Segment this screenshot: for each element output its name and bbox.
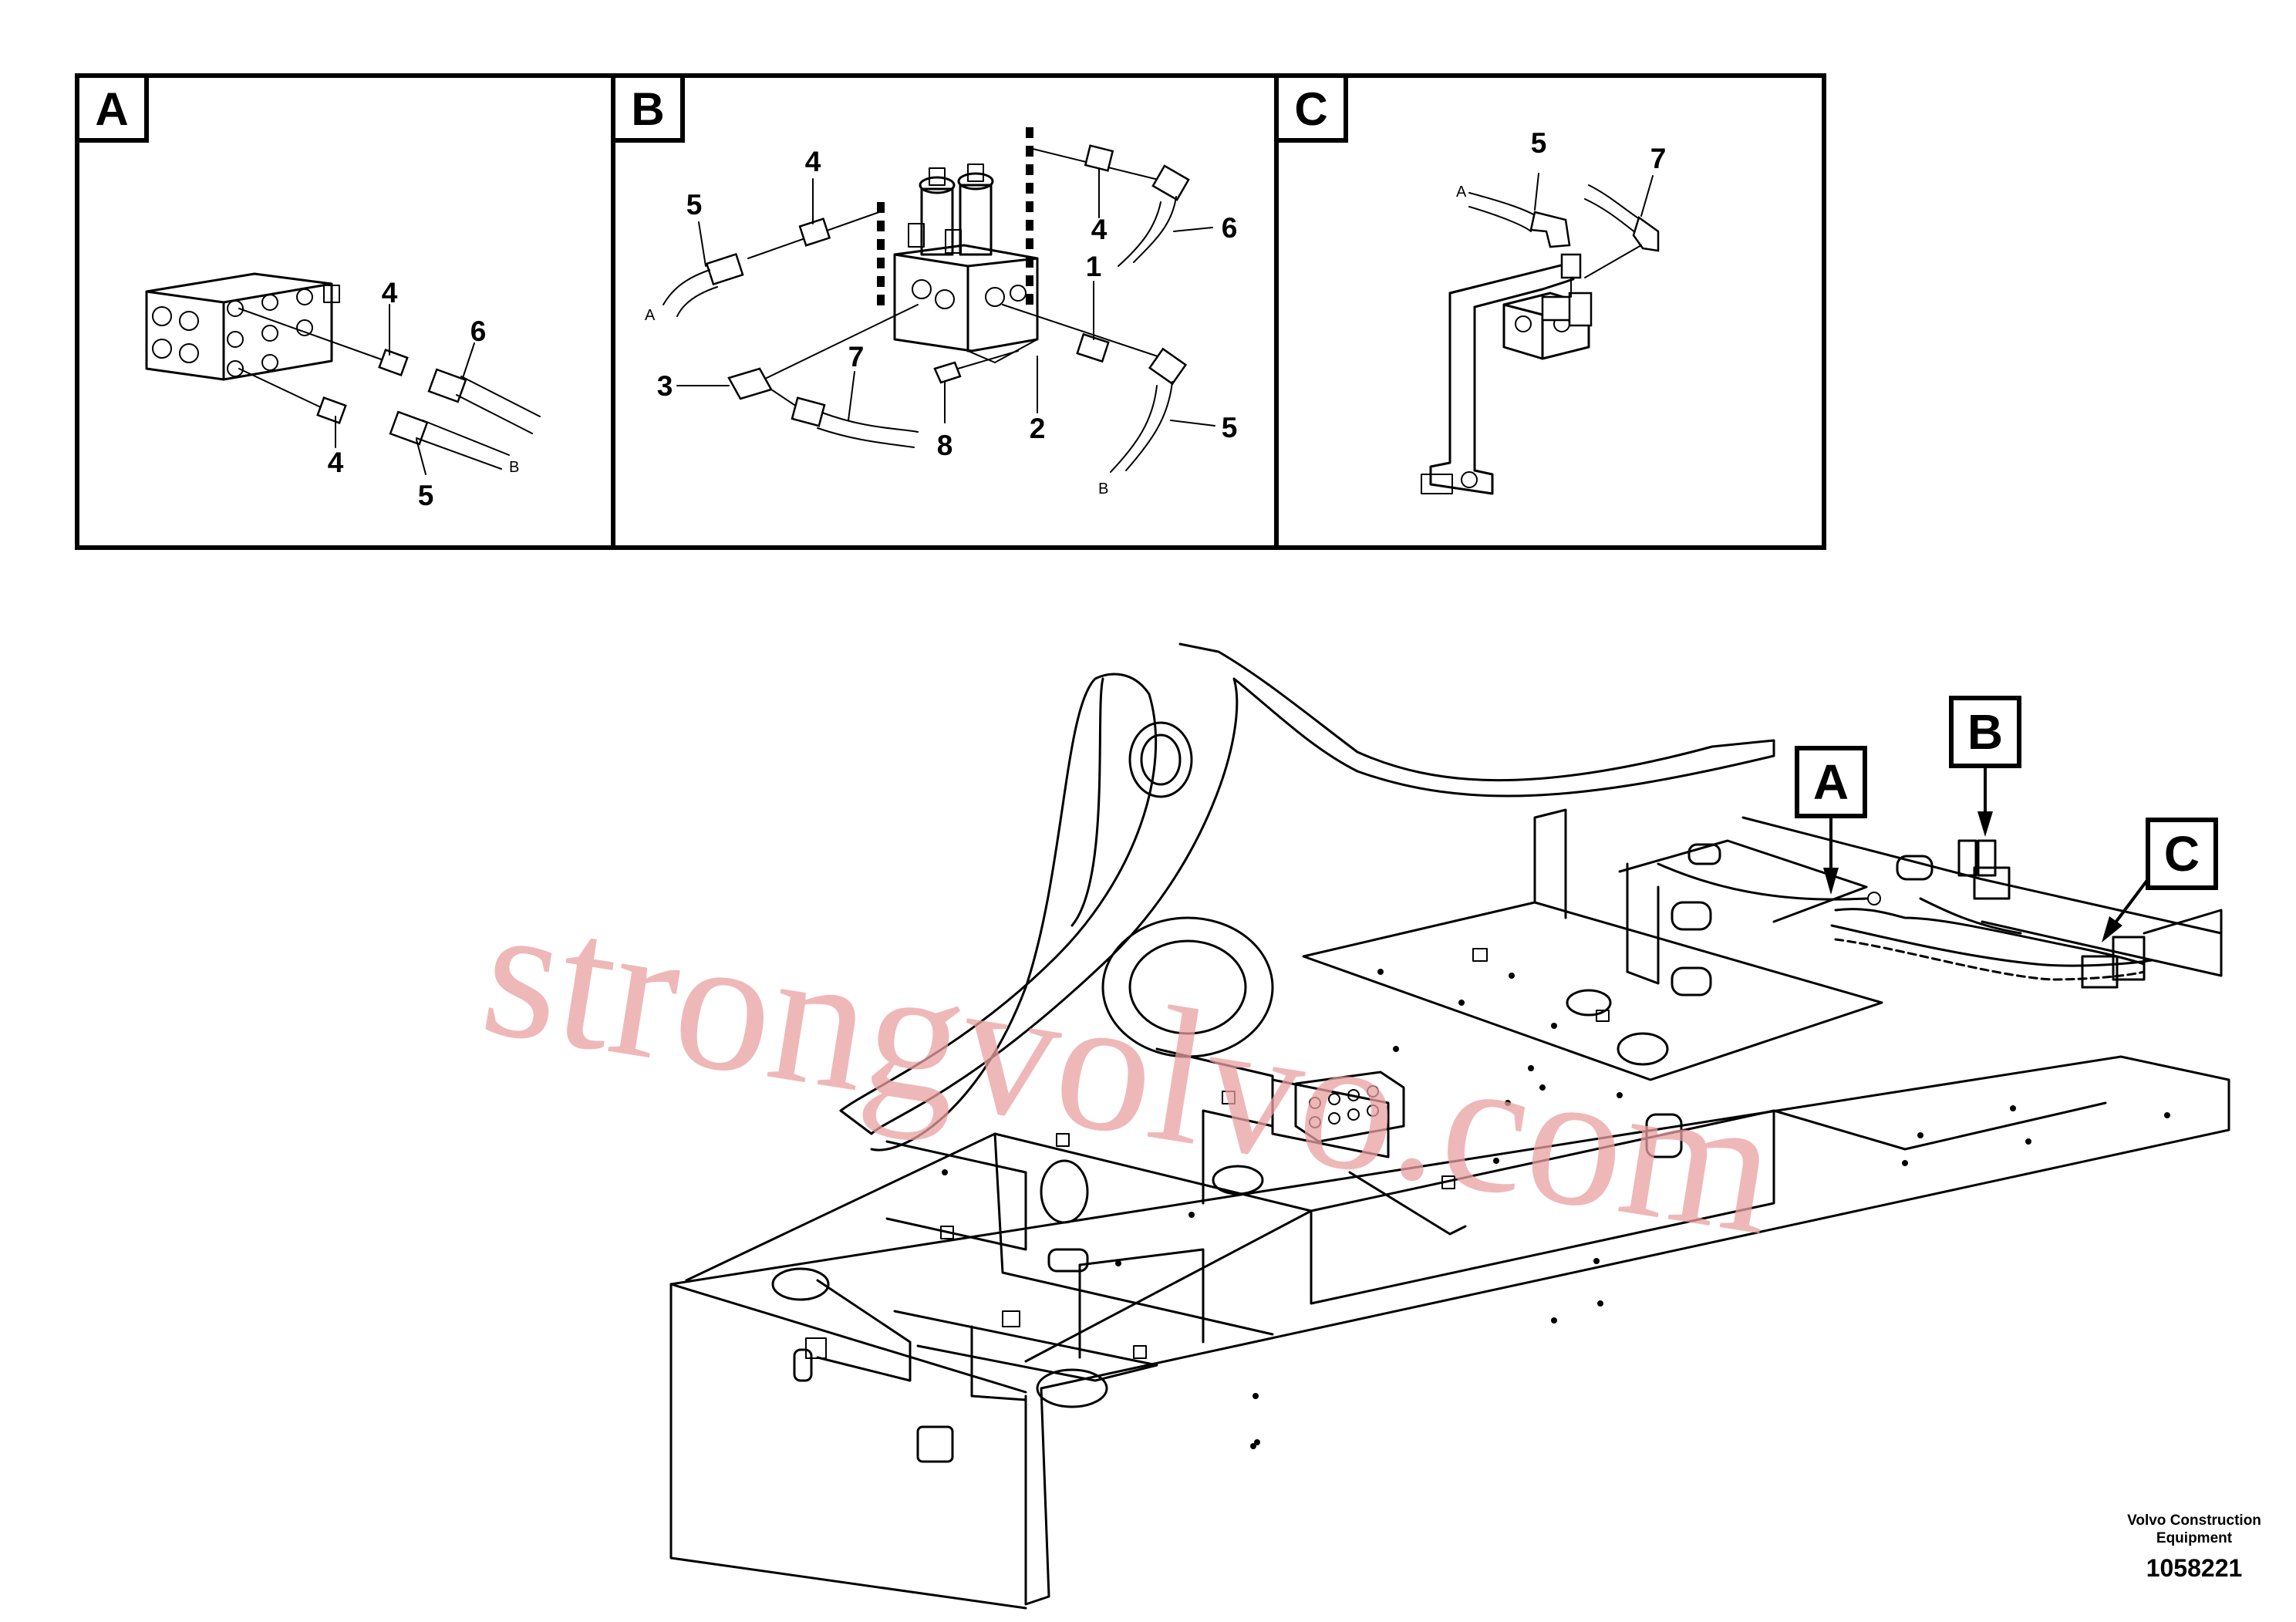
main-label-c-text: C [2164,826,2200,882]
panel-b-callout-4-left: 4 [805,146,821,177]
main-label-c: C [2102,818,2218,943]
footer: Volvo Construction Equipment 1058221 [2127,1512,2261,1582]
main-label-a-text: A [1813,754,1849,810]
panel-a-label-text: A [95,83,128,135]
panel-c-label-text: C [1294,83,1327,135]
panel-b-hose-tag-b: B [1098,481,1108,497]
footer-company-line1: Volvo Construction [2127,1512,2261,1529]
panel-b-callout-2: 2 [1030,413,1046,444]
detail-panels [75,73,1826,550]
panel-c-hose-tag-a: A [1456,184,1467,201]
panel-b-callout-4-right: 4 [1091,214,1108,245]
machine-frame-drawing [669,642,2230,1610]
panel-c: C 5 7 [1274,73,1667,495]
panel-a-callout-6: 6 [470,315,487,347]
panel-b-callout-1: 1 [1086,251,1102,282]
panel-a-callout-4-lower: 4 [328,447,344,478]
panel-a-drawing [145,272,541,475]
footer-drawing-number: 1058221 [2146,1554,2243,1582]
panel-b-label: B [611,73,685,143]
panel-c-callout-7: 7 [1650,143,1667,174]
footer-company-line2: Equipment [2156,1530,2233,1546]
panel-b: B [611,73,1238,497]
panel-b-callout-5-upper: 5 [686,189,703,221]
main-label-b: B [1949,696,2021,837]
panel-c-callout-5: 5 [1531,127,1547,159]
panel-b-callout-7: 7 [848,341,865,373]
panel-a-callout-4-upper: 4 [382,277,398,309]
panel-c-drawing [1421,173,1660,495]
panel-a-callout-5: 5 [418,480,434,511]
main-label-a: A [1795,746,1867,895]
panel-b-callout-5-lower: 5 [1222,412,1238,443]
panel-b-callout-8: 8 [937,430,953,461]
panel-b-hose-tag-a: A [645,307,656,324]
panel-b-callout-6: 6 [1222,212,1238,244]
panel-b-drawing [663,127,1215,473]
panel-c-label: C [1274,73,1348,143]
panel-b-callout-3: 3 [657,370,673,402]
rivet-dots [942,969,2170,1449]
main-label-b-text: B [1967,704,2003,760]
watermark-text: strongvolvo.com [470,862,1789,1276]
panel-a-hose-tag-b: B [509,459,519,476]
panel-b-label-text: B [631,83,664,135]
panel-a: A 4 6 [75,73,541,511]
panel-a-label: A [75,73,149,143]
